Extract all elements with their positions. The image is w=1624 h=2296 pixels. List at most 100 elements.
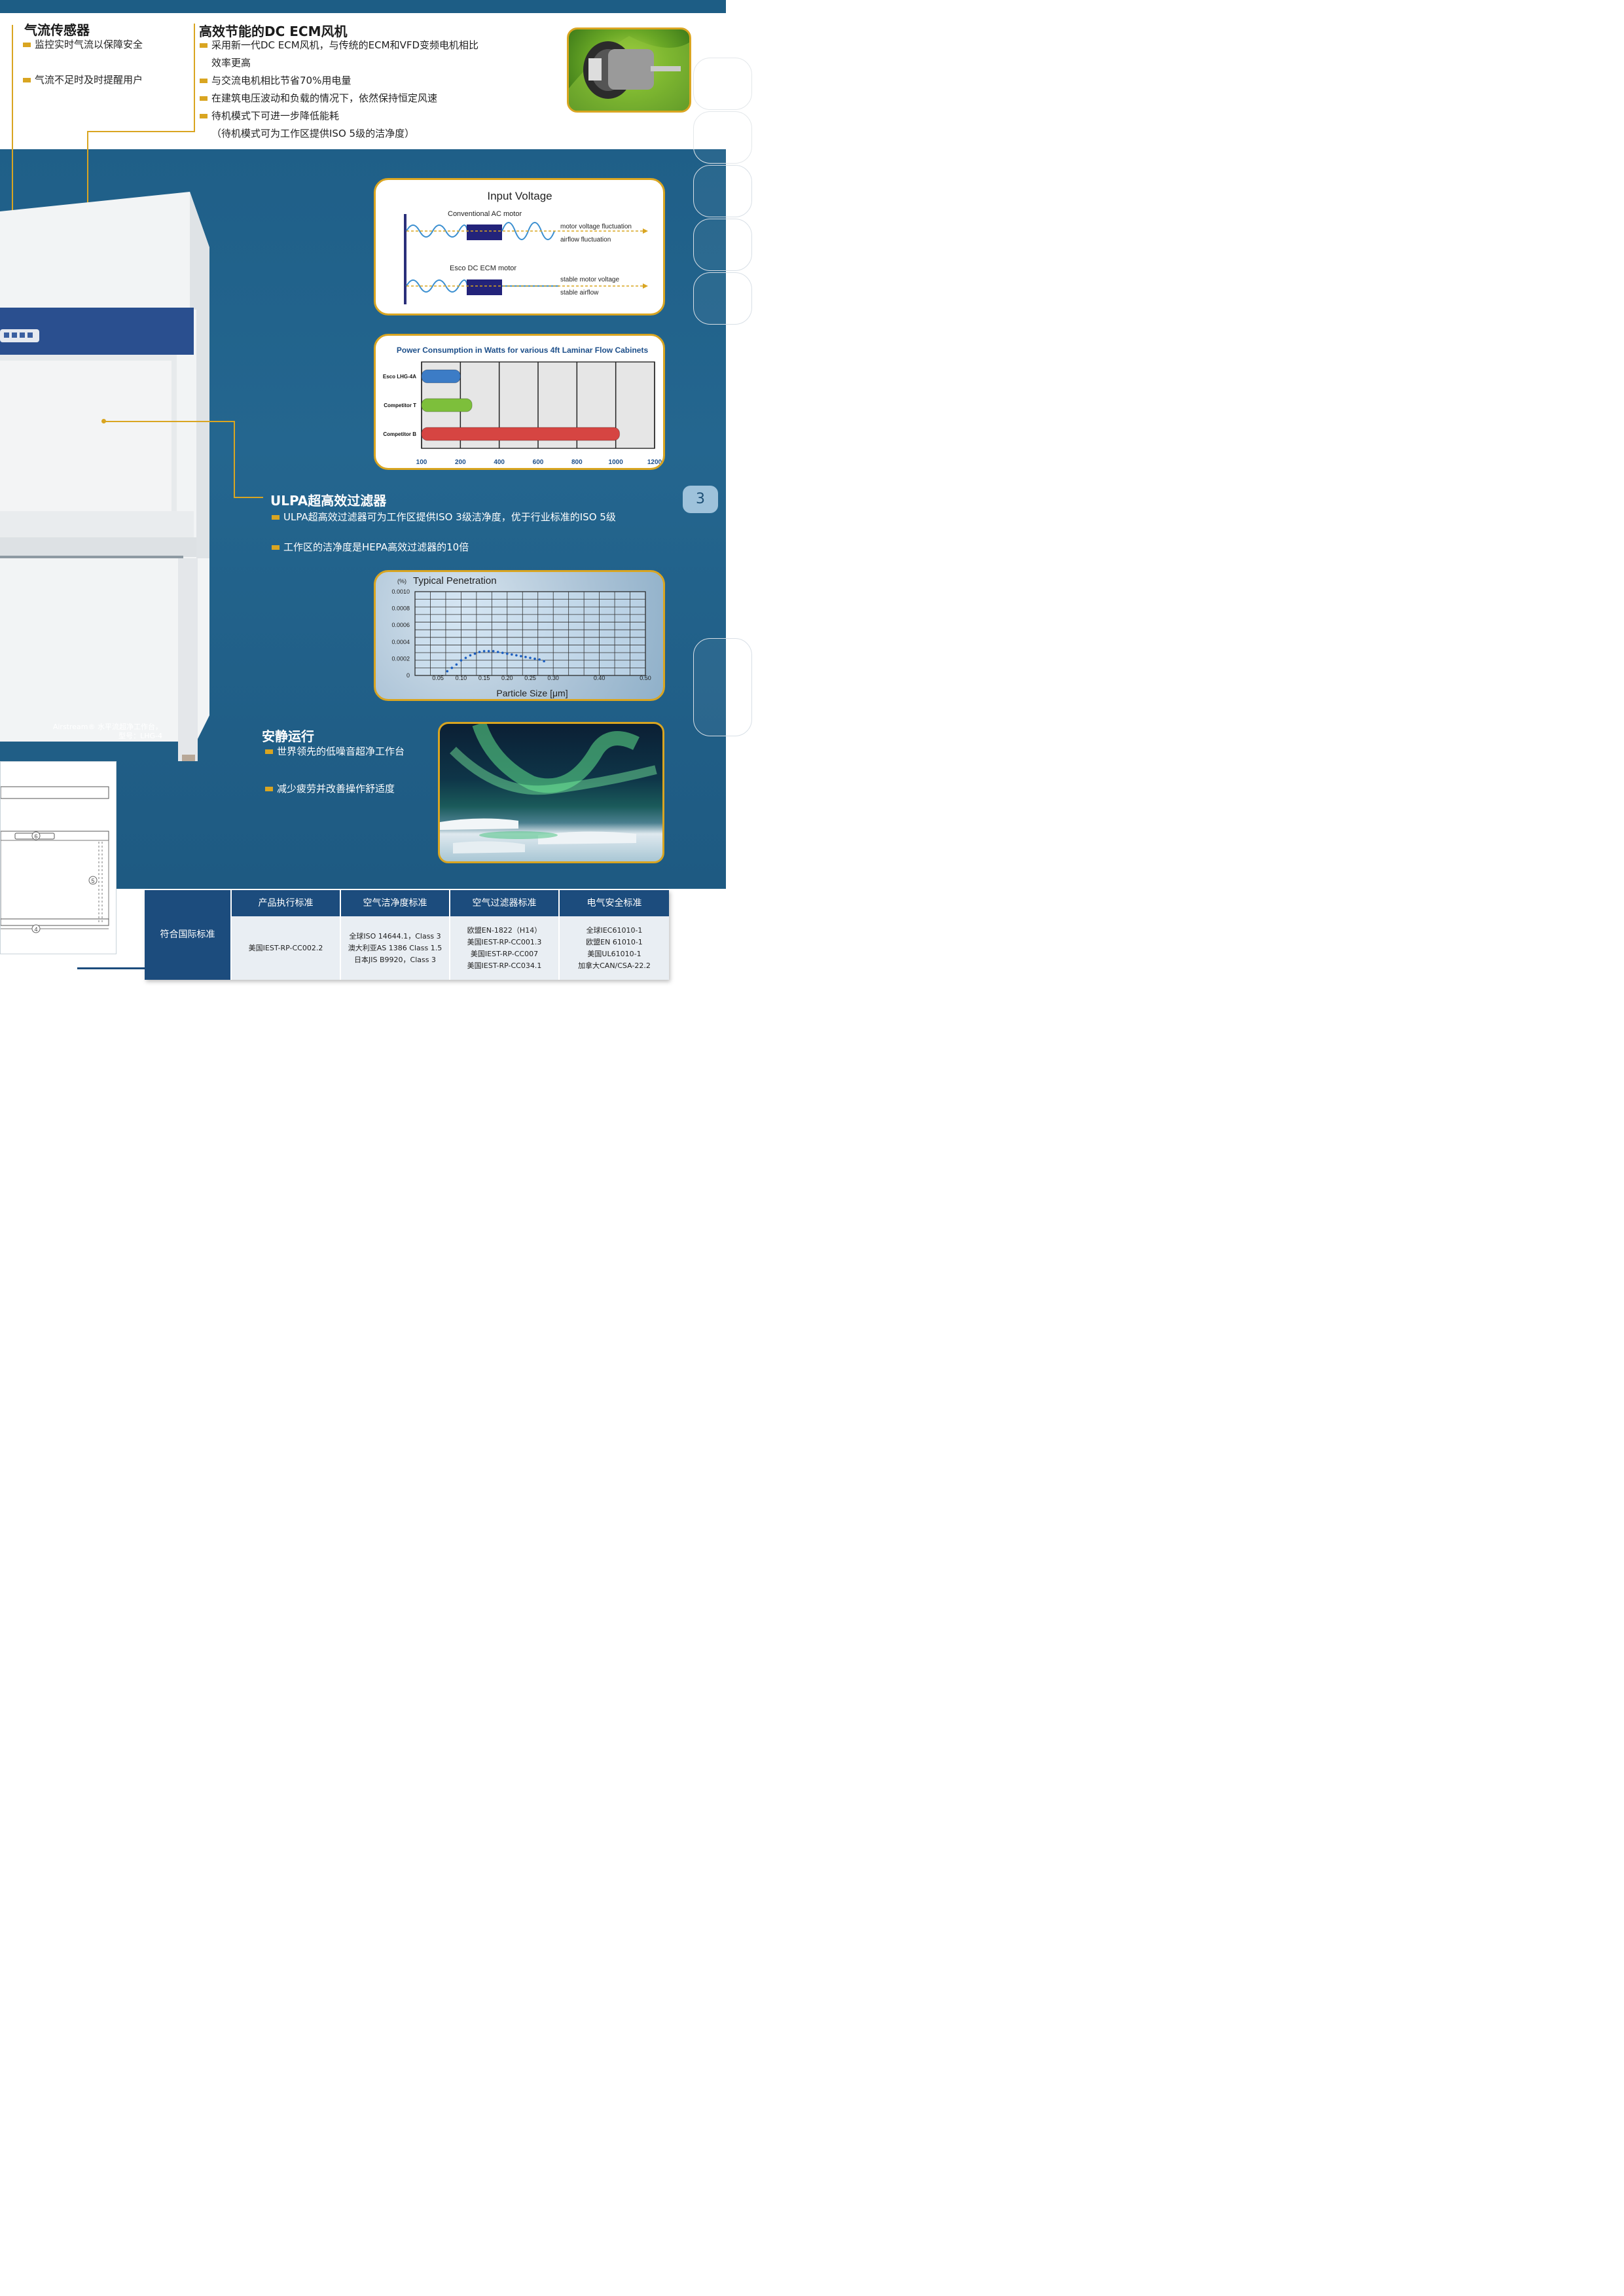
data-point	[446, 670, 449, 673]
airflow-bullet-2: 气流不足时及时提醒用户	[22, 71, 143, 89]
cabinet-caption: Airstream® 水平流超净工作台， 型号：LHG-4	[39, 723, 162, 741]
data-point	[492, 650, 495, 653]
quiet-title: 安静运行	[262, 728, 314, 744]
side-tab	[693, 272, 752, 325]
airflow-bullet-1: 监控实时气流以保障安全	[22, 36, 143, 54]
ecm-motor-image	[567, 27, 691, 113]
data-point	[538, 658, 541, 661]
penetration-xlabel: Particle Size [μm]	[496, 688, 568, 698]
data-point	[482, 650, 486, 653]
standards-item: 日本JIS B9920，Class 3	[354, 955, 436, 964]
ecm-fan-title: 高效节能的DC ECM风机	[199, 24, 348, 39]
ulpa-bullet-2: 工作区的洁净度是HEPA高效过滤器的10倍	[271, 539, 469, 556]
quiet-bullet-1: 世界领先的低噪音超净工作台	[264, 743, 405, 761]
category-label: Competitor B	[383, 431, 416, 437]
data-point	[469, 654, 472, 657]
data-point	[450, 666, 454, 670]
dc-note-1: stable motor voltage	[560, 276, 619, 283]
x-tick-label: 0.05	[432, 675, 444, 681]
connector-line	[234, 497, 263, 498]
x-tick-label: 0.50	[640, 675, 651, 681]
technical-drawing: 6 5 4	[0, 761, 117, 954]
power-chart-card: Power Consumption in Watts for various 4…	[374, 334, 665, 470]
penetration-title: Typical Penetration	[413, 575, 497, 586]
standards-cell: 全球IEC61010-1 欧盟EN 61010-1 美国UL61010-1 加拿…	[558, 916, 669, 980]
page-number: 3	[683, 486, 718, 513]
data-point	[524, 656, 527, 658]
bar	[421, 369, 461, 384]
connector-line	[194, 24, 195, 132]
penetration-ylabel: (%)	[397, 578, 406, 584]
bar	[421, 427, 621, 441]
standards-item: 美国IEST-RP-CC007	[470, 949, 539, 958]
penetration-chart-card: (%) Typical Penetration Particle Size [μ…	[374, 570, 665, 701]
airflow-sensor-title: 气流传感器	[24, 22, 90, 38]
standards-header: 电气安全标准	[558, 890, 669, 916]
x-tick-label: 0.40	[594, 675, 605, 681]
standards-table: 符合国际标准 产品执行标准 空气洁净度标准 空气过滤器标准 电气安全标准 美国I…	[145, 890, 669, 980]
ecm-bullet-4-note: （待机模式可为工作区提供ISO 5级的洁净度）	[211, 128, 415, 139]
data-point	[501, 651, 504, 655]
data-point	[533, 657, 536, 660]
drawing-label-6: 6	[34, 833, 37, 840]
connector-dot	[101, 419, 106, 423]
standards-header: 产品执行标准	[230, 890, 340, 916]
standards-item: 欧盟EN-1822（H14）	[467, 925, 542, 935]
bar	[421, 398, 473, 412]
connector-line	[87, 131, 195, 132]
x-tick-label: 200	[455, 459, 466, 466]
ecm-bullet-4: 待机模式下可进一步降低能耗	[199, 107, 339, 125]
ecm-bullet-1: 采用新一代DC ECM风机，与传统的ECM和VFD变频电机相比	[199, 37, 478, 54]
y-tick-label: 0	[406, 672, 410, 679]
voltage-title: Input Voltage	[487, 190, 552, 202]
standards-cell: 欧盟EN-1822（H14） 美国IEST-RP-CC001.3 美国IEST-…	[449, 916, 558, 980]
data-point	[520, 655, 522, 658]
standards-item: 加拿大CAN/CSA-22.2	[578, 961, 651, 970]
category-label: Competitor T	[384, 403, 416, 408]
data-point	[543, 660, 545, 663]
category-label: Esco LHG-4A	[383, 374, 416, 380]
drawing-label-5: 5	[91, 878, 94, 884]
standards-item: 美国UL61010-1	[587, 949, 641, 958]
ac-note-1: motor voltage fluctuation	[560, 223, 632, 230]
side-tab	[693, 58, 752, 110]
drawing-label-4: 4	[34, 926, 37, 933]
caption-line-1: Airstream® 水平流超净工作台，	[52, 723, 162, 731]
ac-motor-label: Conventional AC motor	[448, 210, 522, 218]
y-tick-label: 0.0008	[391, 605, 410, 612]
standards-header: 空气洁净度标准	[340, 890, 449, 916]
standards-item: 美国IEST-RP-CC001.3	[467, 937, 542, 946]
plot-area	[414, 591, 646, 676]
connector-line	[105, 421, 234, 422]
standards-cell: 全球ISO 14644.1，Class 3 澳大利亚AS 1386 Class …	[340, 916, 449, 980]
standards-item: 美国IEST-RP-CC002.2	[248, 943, 323, 952]
x-tick-label: 600	[533, 459, 544, 466]
x-tick-label: 0.15	[478, 675, 490, 681]
x-tick-label: 1200	[647, 459, 662, 466]
standards-header: 空气过滤器标准	[449, 890, 558, 916]
dc-note-2: stable airflow	[560, 289, 599, 296]
ecm-bullet-3: 在建筑电压波动和负载的情况下，依然保持恒定风速	[199, 90, 437, 107]
data-point	[496, 651, 499, 653]
ulpa-bullet-1: ULPA超高效过滤器可为工作区提供ISO 3级洁净度，优于行业标准的ISO 5级	[272, 509, 616, 526]
side-tab	[693, 165, 752, 217]
y-tick-label: 0.0002	[391, 655, 410, 662]
connector-line	[234, 421, 235, 497]
x-tick-label: 0.25	[524, 675, 536, 681]
data-point	[529, 656, 532, 659]
data-point	[478, 651, 481, 653]
connector-line	[12, 25, 13, 382]
input-voltage-card: Input Voltage Conventional AC motor moto…	[374, 178, 665, 315]
x-tick-label: 1000	[609, 459, 624, 466]
dc-motor-label: Esco DC ECM motor	[450, 264, 516, 272]
top-band	[0, 0, 726, 13]
divider-line	[77, 967, 149, 969]
side-tab	[693, 111, 752, 164]
data-point	[511, 653, 513, 656]
side-tab	[693, 638, 752, 736]
y-tick-label: 0.0004	[391, 639, 410, 645]
ulpa-title: ULPA超高效过滤器	[270, 493, 387, 509]
standards-item: 欧盟EN 61010-1	[586, 937, 643, 946]
data-point	[473, 652, 477, 655]
y-tick-label: 0.0010	[391, 588, 410, 595]
